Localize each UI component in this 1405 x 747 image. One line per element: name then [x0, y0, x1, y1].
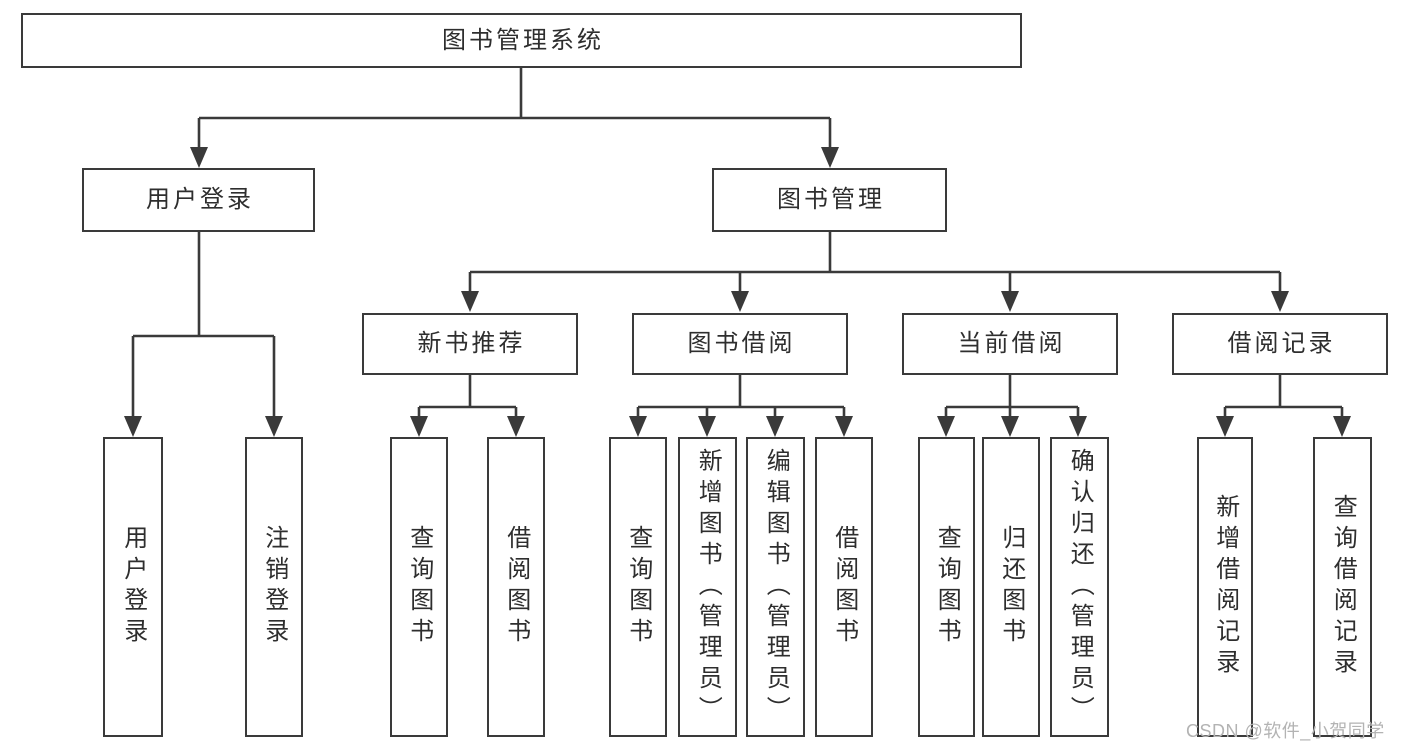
leaf-records-query-record: 查询借阅记录 [1313, 437, 1372, 737]
arrow-down-icon [1001, 291, 1019, 312]
leaf-current-confirm-return-admin: 确认归还（管理员） [1050, 437, 1109, 737]
node-user-login: 用户登录 [82, 168, 315, 232]
arrow-down-icon [629, 416, 647, 437]
leaf-recommend-query-books: 查询图书 [390, 437, 448, 737]
node-book-management: 图书管理 [712, 168, 947, 232]
leaf-logout-login: 注销登录 [245, 437, 303, 737]
leaf-borrow-borrow-books: 借阅图书 [815, 437, 873, 737]
leaf-borrow-query-books: 查询图书 [609, 437, 667, 737]
arrow-down-icon [1333, 416, 1351, 437]
arrow-down-icon [190, 147, 208, 168]
arrow-down-icon [124, 416, 142, 437]
arrow-down-icon [410, 416, 428, 437]
watermark: CSDN @软件_小贺同学 [1186, 721, 1385, 741]
arrow-down-icon [1069, 416, 1087, 437]
arrow-down-icon [698, 416, 716, 437]
leaf-current-return-books: 归还图书 [982, 437, 1040, 737]
arrow-down-icon [265, 416, 283, 437]
arrow-down-icon [507, 416, 525, 437]
leaf-current-query-books: 查询图书 [918, 437, 975, 737]
leaf-records-add-record: 新增借阅记录 [1197, 437, 1253, 737]
node-new-book-recommend: 新书推荐 [362, 313, 578, 375]
node-library-system: 图书管理系统 [21, 13, 1022, 68]
arrow-down-icon [766, 416, 784, 437]
node-book-borrow: 图书借阅 [632, 313, 848, 375]
arrow-down-icon [835, 416, 853, 437]
leaf-recommend-borrow-books: 借阅图书 [487, 437, 545, 737]
leaf-borrow-add-books-admin: 新增图书（管理员） [678, 437, 737, 737]
arrow-down-icon [821, 147, 839, 168]
arrow-down-icon [1001, 416, 1019, 437]
arrow-down-icon [1271, 291, 1289, 312]
node-borrow-records: 借阅记录 [1172, 313, 1388, 375]
leaf-user-login: 用户登录 [103, 437, 163, 737]
arrow-down-icon [461, 291, 479, 312]
leaf-borrow-edit-books-admin: 编辑图书（管理员） [746, 437, 805, 737]
arrow-down-icon [731, 291, 749, 312]
arrow-down-icon [937, 416, 955, 437]
node-current-borrow: 当前借阅 [902, 313, 1118, 375]
arrow-down-icon [1216, 416, 1234, 437]
